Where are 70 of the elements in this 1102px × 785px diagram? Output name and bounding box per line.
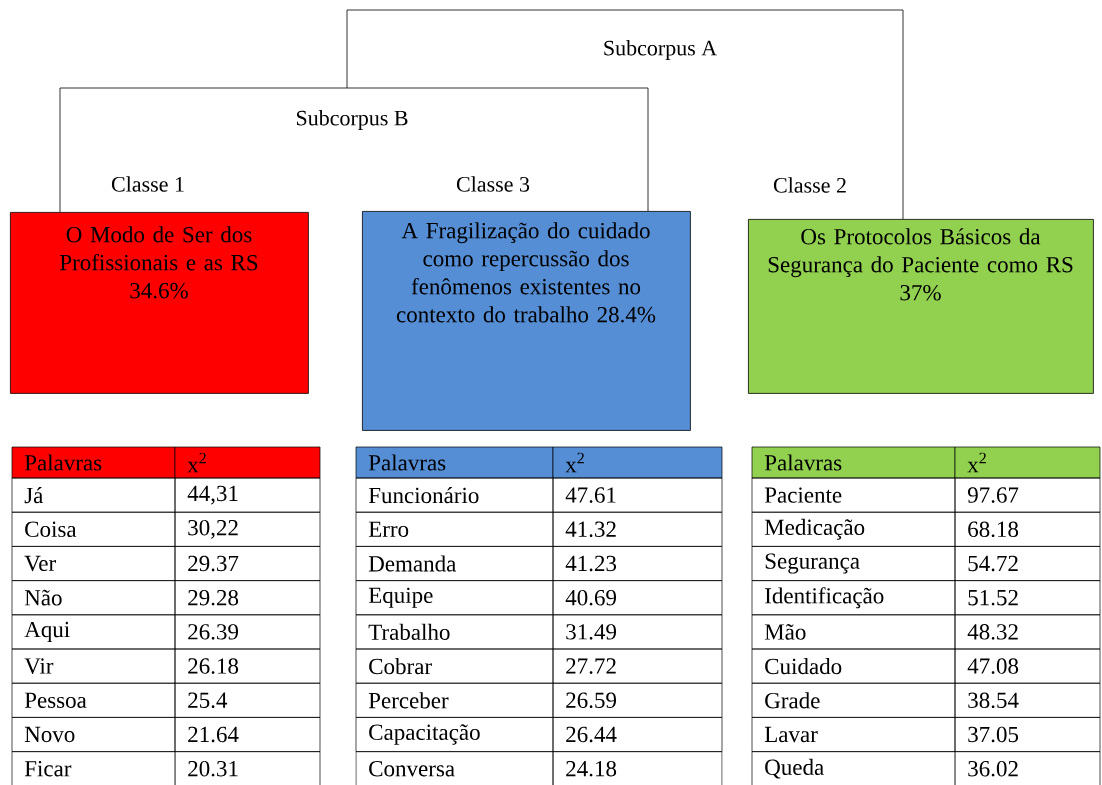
table-cell: 37.05 [954, 717, 1101, 752]
table-cell: Perceber [355, 682, 554, 718]
table-cell: 25.4 [174, 682, 321, 718]
table-cell: 29.28 [174, 580, 321, 616]
table-cell: 47.61 [552, 477, 723, 513]
table-cell: Ficar [11, 751, 176, 785]
table-cell: 41.32 [552, 511, 723, 547]
table-cell: Lavar [751, 717, 956, 752]
table-cell: 26.18 [174, 648, 321, 684]
node-label: Classe 1 [111, 176, 184, 192]
table-cell: 31.49 [552, 614, 723, 650]
table-cell: Mão [751, 614, 956, 650]
table-cell: Segurança [751, 546, 956, 581]
table-cell: 29.37 [174, 546, 321, 581]
table-cell: Ver [11, 546, 176, 581]
table-cell: Grade [751, 682, 956, 718]
table-cell: Conversa [355, 751, 554, 785]
table-cell: 51.52 [954, 580, 1101, 616]
bracket-line [59, 87, 649, 213]
table-cell: 36.02 [954, 751, 1101, 785]
table-cell: Identificação [751, 580, 956, 616]
table-cell: Medicação [751, 511, 956, 547]
table-cell: Já [11, 477, 176, 513]
table-cell: Novo [11, 717, 176, 752]
table-cell: 27.72 [552, 648, 723, 684]
node-label: Classe 2 [773, 177, 846, 193]
header-cell: x$^{2}$ [174, 446, 321, 479]
table-cell: 54.72 [954, 546, 1101, 581]
table-cell: Trabalho [355, 614, 554, 650]
table-cell: Coisa [11, 511, 176, 547]
header-cell: Palavras [751, 446, 956, 479]
edge-label: Subcorpus A [604, 40, 717, 60]
bracket-line [346, 9, 904, 220]
table-cell: 38.54 [954, 682, 1101, 718]
table-cell: Erro [355, 511, 554, 547]
table-cell: 97.67 [954, 477, 1101, 513]
table-cell: 48.32 [954, 614, 1101, 650]
table-cell: 20.31 [174, 751, 321, 785]
table-cell: 68.18 [954, 511, 1101, 547]
table-cell: 47.08 [954, 648, 1101, 684]
table-cell: Cobrar [355, 648, 554, 684]
table-cell: 26.39 [174, 614, 321, 650]
table-cell: Não [11, 580, 176, 616]
header-cell: x$^{2}$ [954, 446, 1101, 479]
table-cell: Paciente [751, 477, 956, 513]
table-cell: Capacitação [355, 717, 554, 752]
table-cell: 24.18 [552, 751, 723, 785]
table-cell: Aqui [11, 614, 176, 650]
table-cell: 40.69 [552, 580, 723, 616]
table-cell: Pessoa [11, 682, 176, 718]
header-cell: Palavras [355, 446, 554, 479]
class-box: Classe 2 Os Protocolos Básicos da Segurança do Paciente como RS 37% [748, 177, 1094, 394]
header-cell: x$^{2}$ [552, 446, 723, 479]
table-cell: Demanda [355, 546, 554, 581]
class-box: Classe 1 O Modo de Ser dos Profissionais e as RS 34.6% [10, 176, 309, 394]
node-label: Classe 3 [456, 176, 530, 192]
table-cell: Funcionário [355, 477, 554, 513]
class-box: Classe 3 A Fragilização do cuidado como repercussão dos fenômenos existentes no contexto do trabalho 28.4% [362, 176, 691, 431]
table-cell: 26.59 [552, 682, 723, 718]
header-cell: Palavras [11, 446, 176, 479]
table-cell: Vir [11, 648, 176, 684]
table-cell: 21.64 [174, 717, 321, 752]
edge-label: Subcorpus B [296, 110, 408, 130]
table-cell: 26.44 [552, 717, 723, 752]
table-cell: Queda [751, 751, 956, 785]
table-cell: 41.23 [552, 546, 723, 581]
table-cell: Equipe [355, 580, 554, 616]
table-cell: 44,31 [174, 477, 321, 513]
table-cell: Cuidado [751, 648, 956, 684]
table-cell: 30,22 [174, 511, 321, 547]
